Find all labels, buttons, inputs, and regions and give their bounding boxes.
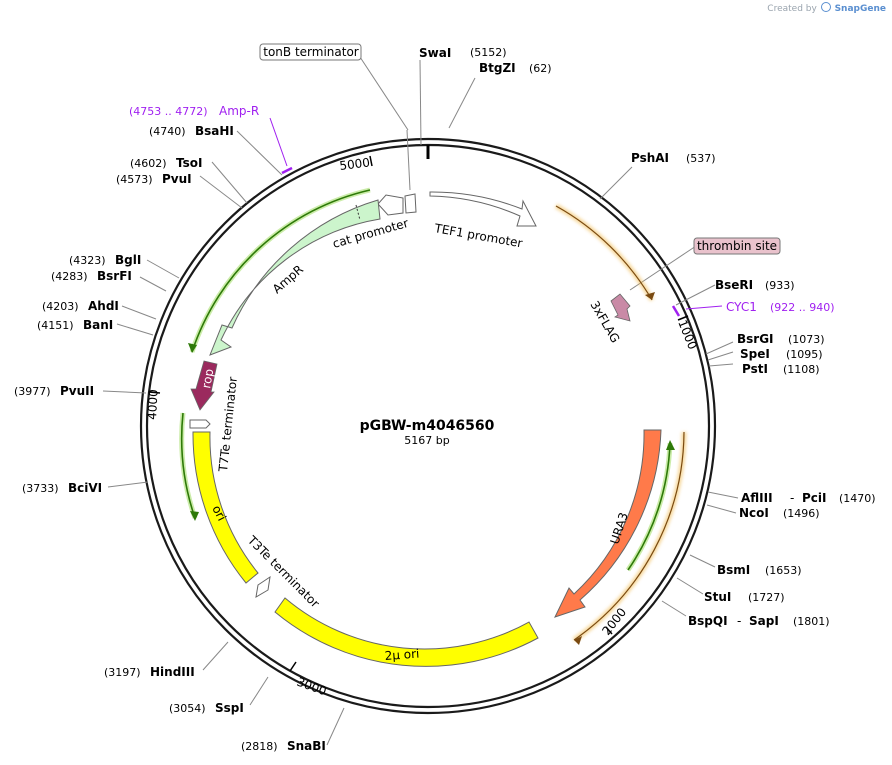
enzyme-name[interactable]: BsmI [717,563,750,577]
cyc1-primer[interactable] [671,305,723,317]
enzyme-name[interactable]: BsrFI [97,269,132,283]
enzyme-name[interactable]: BciVI [68,481,102,495]
credit-brand: SnapGene [834,4,886,14]
enzyme-position: (2818) [241,740,278,753]
enzyme-position: (4151) [37,319,74,332]
thrombin-label: thrombin site [697,239,777,253]
enzyme-position: (1496) [783,507,820,520]
enzyme-name[interactable]: SapI [749,614,779,628]
enzyme-position: (1470) [839,492,876,505]
enzyme-position: (4602) [130,157,167,170]
enzyme-position: (3977) [14,385,51,398]
enzyme-position: (1095) [786,348,823,361]
enzyme-name[interactable]: SpeI [740,347,770,361]
tick-label-3000: 3000 [295,675,328,699]
ampr-primer-label: Amp-R [219,104,259,118]
feature-3xflag[interactable] [610,293,631,322]
enzyme-name[interactable]: BanI [83,318,113,332]
tick-label-2000: 2000 [599,605,629,638]
snapgene-logo-icon [820,2,831,12]
feature-2mu-ori[interactable] [274,597,539,667]
enzyme-name[interactable]: AhdI [88,299,119,313]
enzyme-name[interactable]: PshAI [631,151,669,165]
cyc1-label: CYC1 [726,300,757,314]
enzyme-name[interactable]: BspQI [688,614,728,628]
enzyme-name[interactable]: SnaBI [287,739,326,753]
enzyme-position: (4740) [149,125,186,138]
enzyme-name[interactable]: NcoI [739,506,769,520]
enzyme-name[interactable]: SspI [215,701,244,715]
enzyme-position: (933) [765,279,795,292]
tick-4000 [148,391,161,394]
ampr-primer[interactable] [269,117,293,175]
t7te-label: T7Te terminator [216,376,240,473]
credit-prefix: Created by [767,4,817,14]
ori-label: ori [209,503,229,523]
enzyme-leaders [102,56,739,746]
enzyme-name[interactable]: TsoI [176,156,202,170]
tick-2000 [605,626,613,635]
2mu-label: 2μ ori [384,647,420,663]
tef1-label: TEF1 promoter [432,221,523,250]
enzyme-position: (1727) [748,591,785,604]
enzyme-position: (3733) [22,482,59,495]
enzyme-name[interactable]: BsaHI [195,124,234,138]
enzyme-name[interactable]: PciI [802,491,827,505]
enzyme-position: (4573) [116,173,153,186]
tick-label-5000: 5000 [339,155,371,173]
enzyme-position: (4323) [69,254,106,267]
feature-t3te-terminator[interactable] [255,575,271,598]
tonb-label: tonB terminator [263,45,359,59]
feature-ori[interactable] [192,431,259,584]
enzyme-position: (1108) [783,363,820,376]
enzyme-separator: - [790,491,794,505]
feature-t7te-terminator[interactable] [189,419,211,429]
enzyme-name[interactable]: BtgZI [479,61,516,75]
enzyme-position: (1653) [765,564,802,577]
enzyme-position: (5152) [470,46,507,59]
tick-label-4000: 4000 [145,389,161,420]
enzyme-name[interactable]: PstI [742,362,768,376]
enzyme-separator: - [737,614,741,628]
enzyme-position: (3054) [169,702,206,715]
enzyme-position: (1801) [793,615,830,628]
tick-5000 [369,155,373,167]
enzyme-position: (62) [529,62,552,75]
ampr-primer-range: (4753 .. 4772) [129,105,208,118]
snapgene-credit: Created by SnapGene [767,2,886,14]
enzyme-name[interactable]: BglI [115,253,141,267]
enzyme-position: (3197) [104,666,141,679]
enzyme-position: (537) [686,152,716,165]
feature-tonb-terminator[interactable] [404,193,417,214]
enzyme-name[interactable]: SwaI [419,46,451,60]
plasmid-size: 5167 bp [404,434,449,447]
enzyme-name[interactable]: PvuI [162,172,192,186]
tick-1000 [677,315,689,321]
rop-label: rop [199,368,216,390]
orf-arcs [179,187,687,645]
thrombin-label-box [693,237,781,255]
cyc1-range: (922 .. 940) [770,301,835,314]
feature-cat-promoter[interactable] [377,194,404,216]
plasmid-name: pGBW-m4046560 [360,418,495,434]
enzyme-labels: SwaI (5152) BtgZI (62) PshAI (537) BseRI… [14,46,876,753]
enzyme-name[interactable]: StuI [704,590,731,604]
tonb-label-box [259,43,362,61]
feature-ampr[interactable] [209,199,381,356]
feature-tef1-promoter[interactable] [429,191,537,227]
enzyme-name[interactable]: BsrGI [737,332,774,346]
feature-ura3[interactable] [554,429,662,618]
enzyme-position: (4203) [42,300,79,313]
backbone [139,137,717,715]
enzyme-name[interactable]: BseRI [715,278,753,292]
tick-3000 [289,661,297,672]
enzyme-position: (1073) [788,333,825,346]
enzyme-name[interactable]: PvuII [60,384,94,398]
enzyme-position: (4283) [51,270,88,283]
enzyme-name[interactable]: HindIII [150,665,195,679]
feature-rop[interactable] [190,360,218,411]
enzyme-name[interactable]: AflIII [741,491,773,505]
